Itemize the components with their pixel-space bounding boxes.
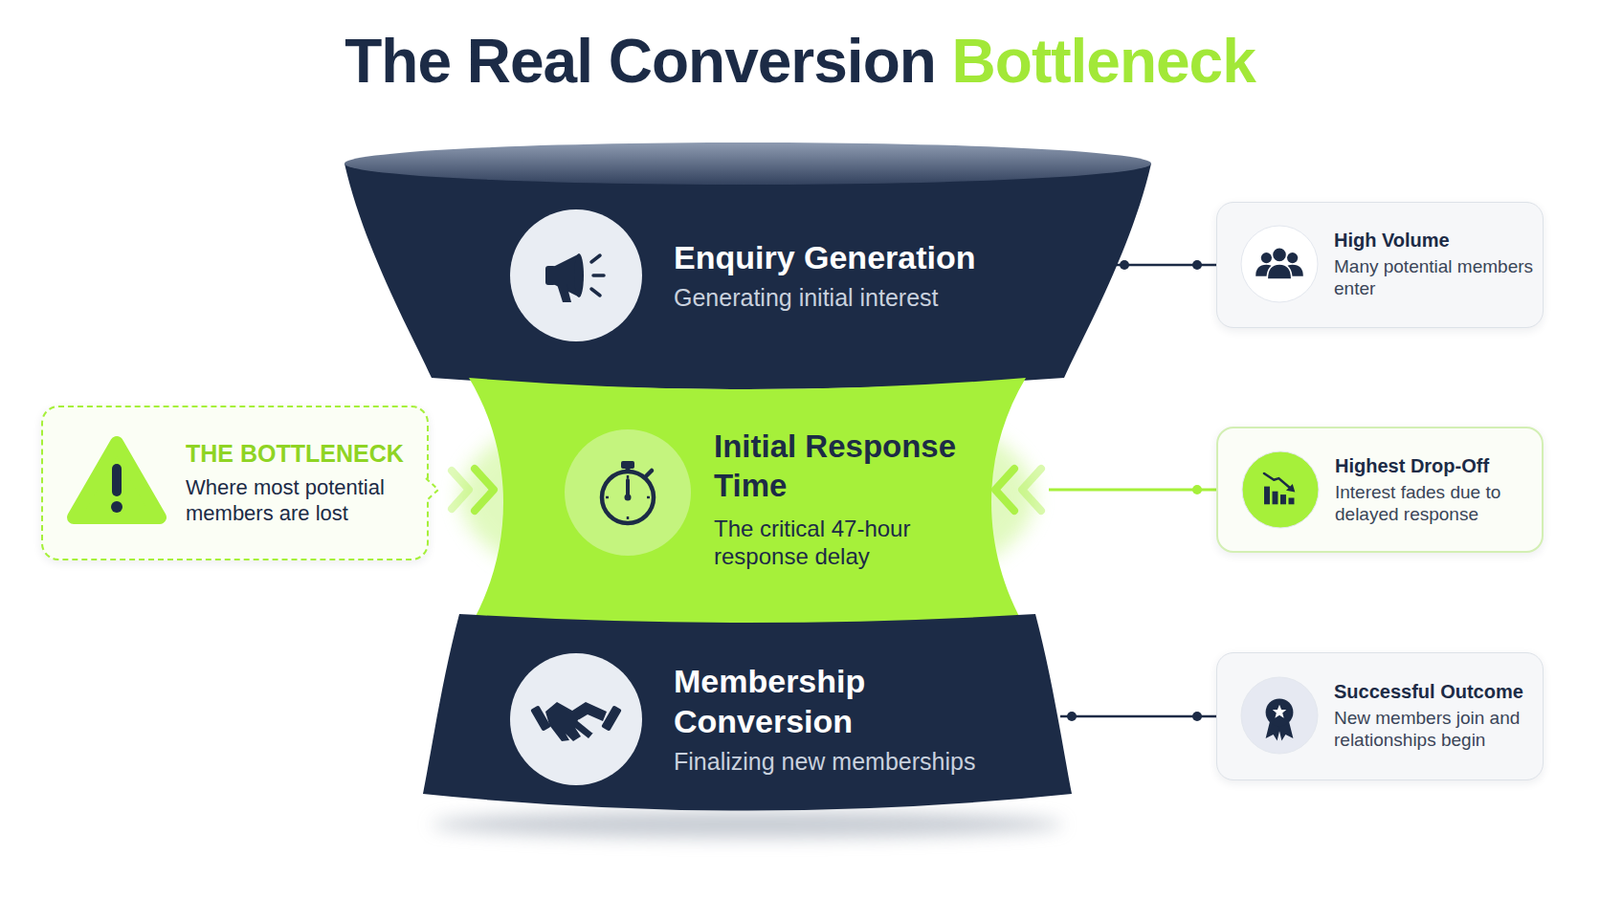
leader-dot — [1192, 485, 1202, 495]
leader-dot — [1119, 260, 1130, 270]
node-icon — [551, 416, 705, 570]
text-block: Highest Drop-OffInterest fades due to de… — [1334, 454, 1538, 527]
node-heading: Membership Conversion — [673, 662, 942, 742]
node-icon — [499, 643, 653, 797]
node-body: Generating initial interest — [673, 283, 1114, 313]
node-body: Where most potential members are lost — [185, 475, 421, 528]
funnel-stage: Membership ConversionFinalizing new memb… — [421, 602, 1074, 823]
leader-line — [1112, 260, 1217, 270]
node-heading: Highest Drop-Off — [1334, 454, 1538, 478]
node-body: The critical 47-hour response delay — [713, 514, 982, 572]
funnel-top-band — [344, 163, 1152, 390]
node-body: Interest fades due to delayed response — [1334, 481, 1538, 526]
text-block: THE BOTTLENECK Where most potential membe… — [185, 439, 421, 528]
funnel-stage: Enquiry GenerationGenerating initial int… — [344, 142, 1152, 394]
node-body: Many potential members enter — [1333, 255, 1537, 300]
info-card: Highest Drop-OffInterest fades due to de… — [1216, 426, 1544, 554]
node-icon — [1202, 187, 1356, 341]
info-card: High VolumeMany potential members enter — [1216, 201, 1544, 329]
text-block: Initial Response TimeThe critical 47-hou… — [713, 427, 1001, 571]
node-heading: High Volume — [1333, 228, 1537, 252]
left-chevrons — [451, 468, 494, 512]
funnel-waist — [468, 377, 1026, 629]
leader-line — [995, 468, 1217, 512]
funnel-shadow — [431, 811, 1064, 839]
leader-dot — [1192, 711, 1202, 722]
funnel-bottom-band — [422, 614, 1072, 812]
node-icon — [499, 199, 653, 353]
node-body: New members join and relationships begin — [1333, 707, 1537, 752]
connector-path — [1048, 488, 1217, 492]
node-heading: Initial Response Time — [713, 427, 982, 506]
node-body: Finalizing new memberships — [673, 747, 1057, 778]
node-icon — [1203, 413, 1357, 567]
bottleneck-stage: Initial Response TimeThe critical 47-hou… — [449, 368, 1045, 629]
leader-dot — [1066, 711, 1077, 722]
title-accent: Bottleneck — [952, 26, 1256, 96]
callout-box: THE BOTTLENECK Where most potential membe… — [41, 405, 429, 561]
text-block: High VolumeMany potential members enter — [1333, 228, 1537, 301]
text-block: Membership ConversionFinalizing new memb… — [673, 662, 1057, 777]
node-heading: Successful Outcome — [1333, 680, 1537, 704]
text-block: Successful OutcomeNew members join and r… — [1333, 680, 1537, 753]
node-icon — [1202, 639, 1356, 793]
text-block: Enquiry GenerationGenerating initial int… — [673, 238, 1114, 313]
node-icon — [40, 406, 194, 560]
diagram-title: The Real Conversion Bottleneck — [344, 24, 1256, 99]
title-part: The Real Conversion — [344, 26, 952, 96]
leader-dot — [1192, 260, 1202, 270]
chevron-head — [1022, 468, 1042, 512]
leader-line — [1060, 711, 1217, 722]
chevron-head — [995, 468, 1015, 512]
node-heading: THE BOTTLENECK — [185, 439, 421, 469]
info-card: Successful OutcomeNew members join and r… — [1216, 652, 1544, 781]
funnel-rim — [344, 142, 1152, 185]
node-heading: Enquiry Generation — [673, 238, 1114, 278]
